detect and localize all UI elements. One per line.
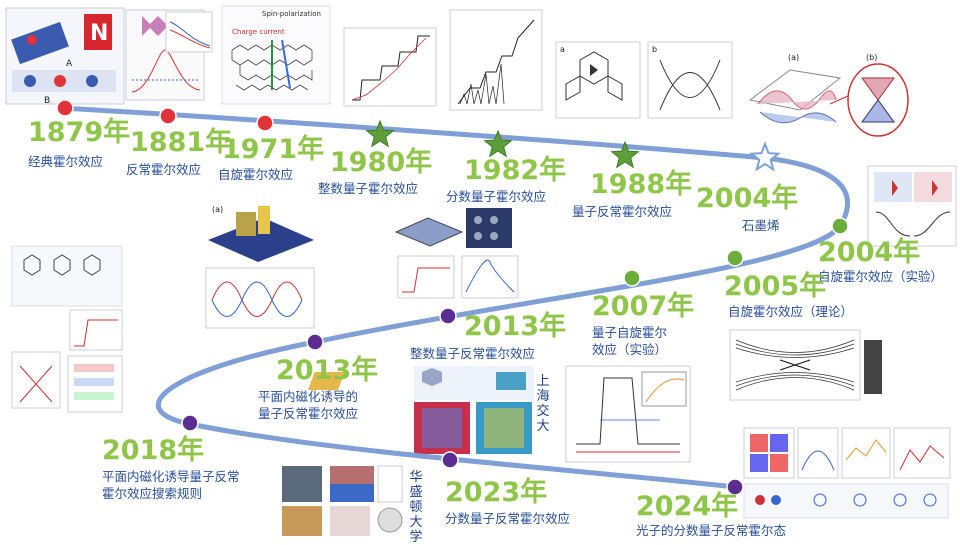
label-m2018-line2: 霍尔效应搜索规则 [102,486,203,501]
figure-1980-plateaus [343,27,437,107]
label-m2024: 光子的分数量子反常霍尔态 [636,523,787,538]
figure-label-a: A [66,59,73,69]
year-m1980: 1980年 [330,147,433,178]
marker-m2018 [181,414,199,432]
label-m1881: 反常霍尔效应 [126,162,202,177]
marker-m2024 [726,478,744,496]
figure-2004-graphene-cones: (a) (b) [748,53,909,137]
year-m2018: 2018年 [102,435,205,466]
marker-m2004b [831,217,849,235]
year-m1988: 1988年 [590,169,693,200]
figure-1879-hall-bar: N A B [5,7,125,106]
year-m2004a: 2004年 [696,183,799,214]
figure-2007-qshe-plots [565,365,691,463]
label-m2004a: 石墨烯 [742,218,780,233]
marker-m1980 [365,119,395,148]
figure-2018-search-rules [11,245,123,413]
label-m2018-line1: 平面内磁化诱导量子反常 [102,469,240,484]
figure-panel-a-plain: a [560,45,565,54]
marker-m2007 [623,269,641,287]
label-m1971: 自旋霍尔效应 [218,167,294,182]
marker-m2005 [726,249,744,267]
marker-m1881 [159,107,177,125]
label-m2004b: 自旋霍尔效应（实验） [818,269,944,284]
marker-m2013a [439,307,457,325]
shanghai-jiaotong-label: 上海交大 [536,374,550,434]
figure-qahe-device [394,208,519,299]
year-m2005: 2005年 [724,271,827,302]
year-m2007: 2007年 [592,291,695,322]
figure-2004-kerr-map [867,165,957,247]
year-m1982: 1982年 [464,155,567,186]
label-m2007-line2: 效应（实验） [592,342,668,357]
marker-m1971 [256,114,274,132]
figure-spin-polarization-label: Spin-polarization [262,10,321,18]
year-m2013a: 2013年 [464,311,567,342]
label-m1879: 经典霍尔效应 [28,154,104,169]
label-m2007-line1: 量子自旋霍尔 [592,325,668,340]
label-m2013b-line1: 平面内磁化诱导的 [258,389,359,404]
label-m1982: 分数量子霍尔效应 [446,189,547,204]
figure-label-b: B [44,96,50,106]
univ-washington-label: 华盛顿大学 [409,470,423,545]
figure-sjtu-experiment [308,366,534,454]
marker-m2004a [749,141,781,172]
figure-1971-spin-lattice: Spin-polarization Charge current [221,5,331,105]
figure-charge-current-label: Charge current [232,28,285,36]
year-m2013b: 2013年 [276,355,379,386]
year-m2004b: 2004年 [818,237,921,268]
label-m2013b-line2: 量子反常霍尔效应 [258,406,359,421]
marker-m1879 [56,99,74,117]
figure-panel-b-plain: b [652,45,657,54]
figure-1881-anomalous-plots [125,9,213,101]
year-m1881: 1881年 [130,127,233,158]
year-m2024: 2024年 [636,491,739,522]
figure-1982-fqhe [449,9,543,111]
marker-m1982 [483,129,513,158]
year-m1879: 1879年 [28,117,131,148]
figure-1988-haldane: a b [555,41,733,119]
figure-2005-edge-bands [729,329,882,401]
timeline-curve [59,105,850,490]
figure-2024-photonic [743,427,951,519]
label-m2005: 自旋霍尔效应（理论） [728,304,854,319]
figure-ahe-device: (a) [205,205,315,329]
label-m2023: 分数量子反常霍尔效应 [445,511,571,526]
svg-text:(a): (a) [212,205,223,214]
year-m2023: 2023年 [445,477,548,508]
figure-panel-a-label: (a) [788,53,799,62]
figure-panel-b-label: (b) [866,53,877,62]
marker-m2023 [441,451,459,469]
marker-m2013b [306,333,324,351]
label-m1988: 量子反常霍尔效应 [572,204,673,219]
label-m2013a: 整数量子反常霍尔效应 [410,346,536,361]
figure-label-n: N [90,21,108,46]
label-m1980: 整数量子霍尔效应 [318,181,419,196]
figure-uw-experiment [282,465,403,536]
marker-m1988 [610,140,640,169]
year-m1971: 1971年 [222,134,325,165]
